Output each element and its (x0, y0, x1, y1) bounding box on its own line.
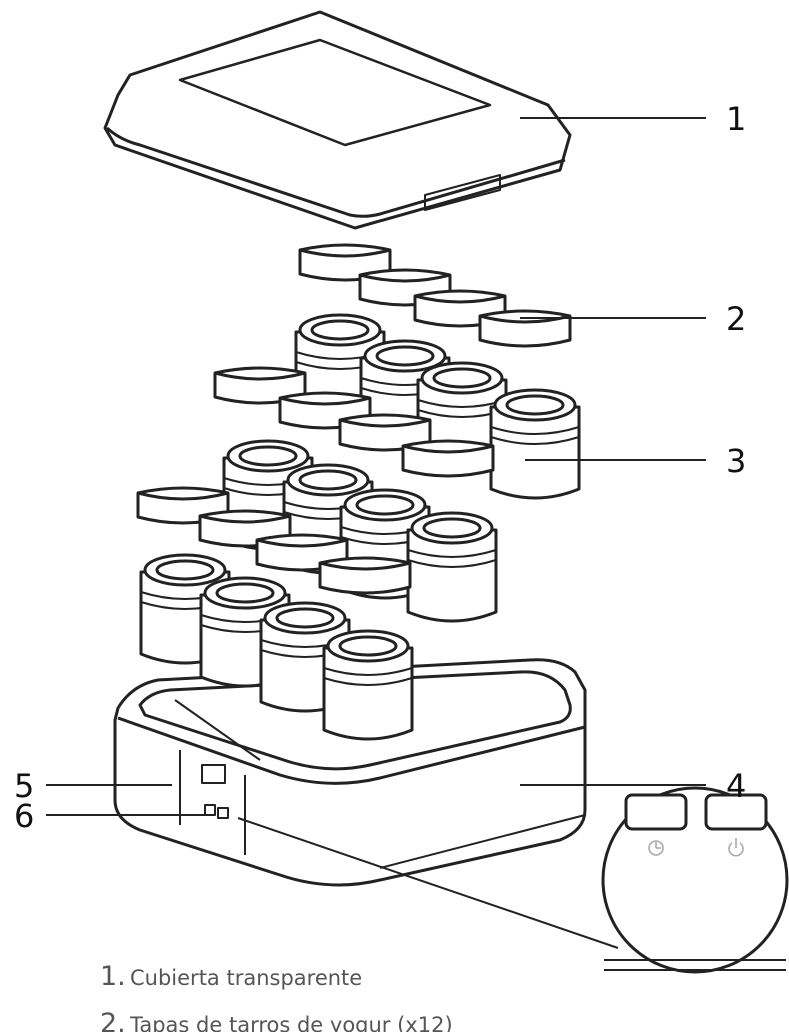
callout-4: 4 (726, 767, 746, 805)
leader-lines (46, 117, 706, 949)
power-icon (728, 838, 744, 857)
legend-text: Tapas de tarros de yogur (x12) (129, 1013, 453, 1032)
callout-1: 1 (726, 100, 746, 138)
timer-icon (648, 840, 664, 856)
display-panel (201, 764, 226, 784)
callout-6: 6 (14, 797, 34, 835)
callout-2: 2 (726, 300, 746, 338)
zoom-timer-button[interactable] (624, 793, 688, 831)
transparent-cover (103, 10, 572, 230)
legend: 1. Cubierta transparente 2. Tapas de tar… (100, 961, 453, 1036)
power-button[interactable] (217, 807, 229, 819)
control-panel-zoom (601, 786, 789, 974)
legend-text: Cubierta transparente (130, 966, 362, 990)
legend-number: 2. (100, 1008, 126, 1032)
zoom-power-button[interactable] (704, 793, 768, 831)
legend-number: 1. (100, 961, 126, 992)
callout-3: 3 (726, 442, 746, 480)
callout-5: 5 (14, 767, 34, 805)
